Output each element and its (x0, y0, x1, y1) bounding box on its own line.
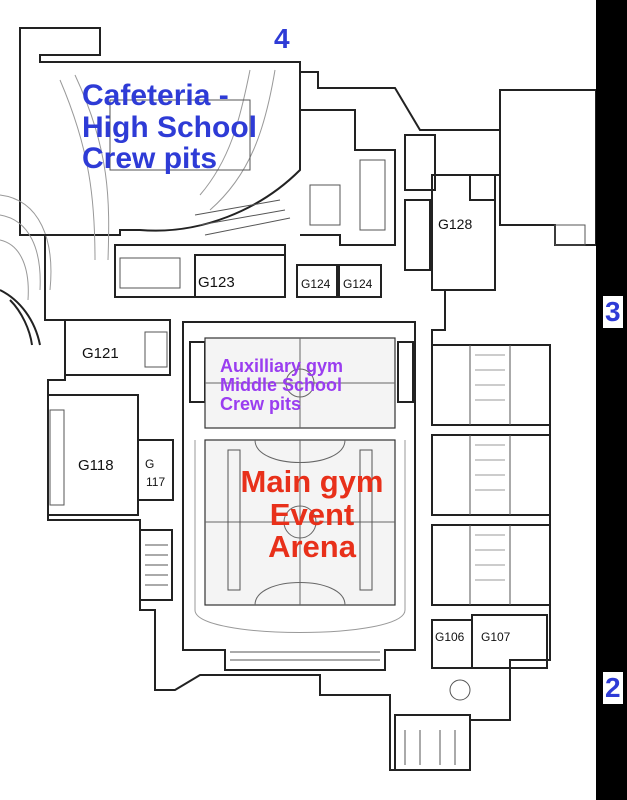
kitchen-island (309, 184, 341, 226)
restroom-block (119, 257, 181, 289)
annex-walls (499, 89, 597, 246)
room-g128-walls (431, 174, 496, 291)
aux-gym-bleacher-right (397, 341, 414, 403)
g118-lockers (49, 409, 65, 506)
room-g123-walls (194, 254, 286, 298)
room-g128-label: G128 (438, 216, 473, 232)
aux-gym-label-line1: Auxilliary gym (220, 356, 344, 376)
wing-marker-3: 3 (603, 296, 623, 328)
south-entry-column (449, 679, 471, 701)
main-gym-label-line2: Event (269, 496, 355, 532)
east-wing-partitions (469, 345, 511, 605)
room-g106-walls (431, 619, 473, 669)
room-g128-west (404, 199, 431, 271)
aux-court-lines (205, 338, 395, 428)
room-g121-walls (64, 319, 171, 376)
room-g124a-label: G124 (301, 277, 331, 291)
aux-gym-bleacher-left (189, 341, 206, 403)
gym-outer-walls (182, 321, 416, 671)
east-wing-block-1 (431, 344, 551, 426)
main-gym-label-line3: Arena (268, 529, 356, 565)
right-edge-bar (596, 0, 627, 800)
room-g128-north (404, 134, 436, 191)
building-outline (19, 27, 551, 771)
room-g117-label-line1: G (145, 457, 155, 471)
room-g118-walls (47, 394, 139, 516)
wing-marker-2: 2 (603, 672, 623, 704)
g121-closet (144, 331, 168, 368)
wing-marker-4: 4 (274, 23, 290, 54)
room-g107-label: G107 (481, 630, 511, 644)
cafeteria-label-line1: Cafeteria - (82, 79, 229, 112)
main-court-keys (254, 439, 346, 606)
cafeteria-label-line3: Crew pits (82, 142, 218, 175)
south-restrooms (394, 714, 471, 771)
stair-treads (145, 544, 168, 586)
kitchen-walls (300, 109, 396, 246)
main-gym-label: Main gym Event Arena (222, 464, 402, 565)
serving-lines (194, 199, 291, 236)
east-wing-fixtures (475, 354, 505, 581)
east-wing-block-2 (431, 434, 551, 516)
room-g124b-walls (338, 264, 382, 298)
room-g123-label: G123 (198, 274, 235, 291)
cafeteria-label-line2: High School (82, 110, 257, 144)
lower-left-stair (139, 529, 173, 601)
main-gym-label-line1: Main gym (240, 464, 384, 499)
annex-nook (554, 224, 586, 246)
main-bleacher-right (359, 449, 373, 591)
room-g107-walls (471, 614, 548, 669)
main-center-circle (283, 505, 317, 539)
left-stair (0, 289, 41, 346)
room-g106-label: G106 (435, 630, 465, 644)
aux-gym-label-line2: Middle School (220, 374, 343, 395)
aux-gym-label: Auxilliary gym Middle School Crew pits (220, 357, 343, 414)
room-g121-label: G121 (82, 345, 119, 362)
cafeteria-arcs (59, 69, 276, 261)
aux-center-circle (285, 368, 315, 398)
room-g117-label-line2: 117 (146, 475, 166, 489)
kitchen-counter (359, 159, 386, 231)
room-g124b-label: G124 (343, 277, 373, 291)
main-bleacher-left (227, 449, 241, 591)
left-curves (0, 194, 52, 301)
room-g118-label: G118 (78, 457, 114, 474)
cafeteria-walls (40, 61, 301, 236)
room-g124a-walls (296, 264, 338, 298)
aux-gym-label-line3: Crew pits (220, 393, 302, 414)
running-track (194, 440, 406, 633)
main-court-lines (205, 440, 395, 605)
east-wing-block-3 (431, 524, 551, 606)
gym-south-seating (230, 651, 380, 661)
restroom-stalls (404, 730, 456, 765)
room-g117-walls (137, 439, 174, 501)
cafeteria-label: Cafeteria - High School Crew pits (82, 80, 257, 175)
cafeteria-tables (109, 99, 251, 171)
